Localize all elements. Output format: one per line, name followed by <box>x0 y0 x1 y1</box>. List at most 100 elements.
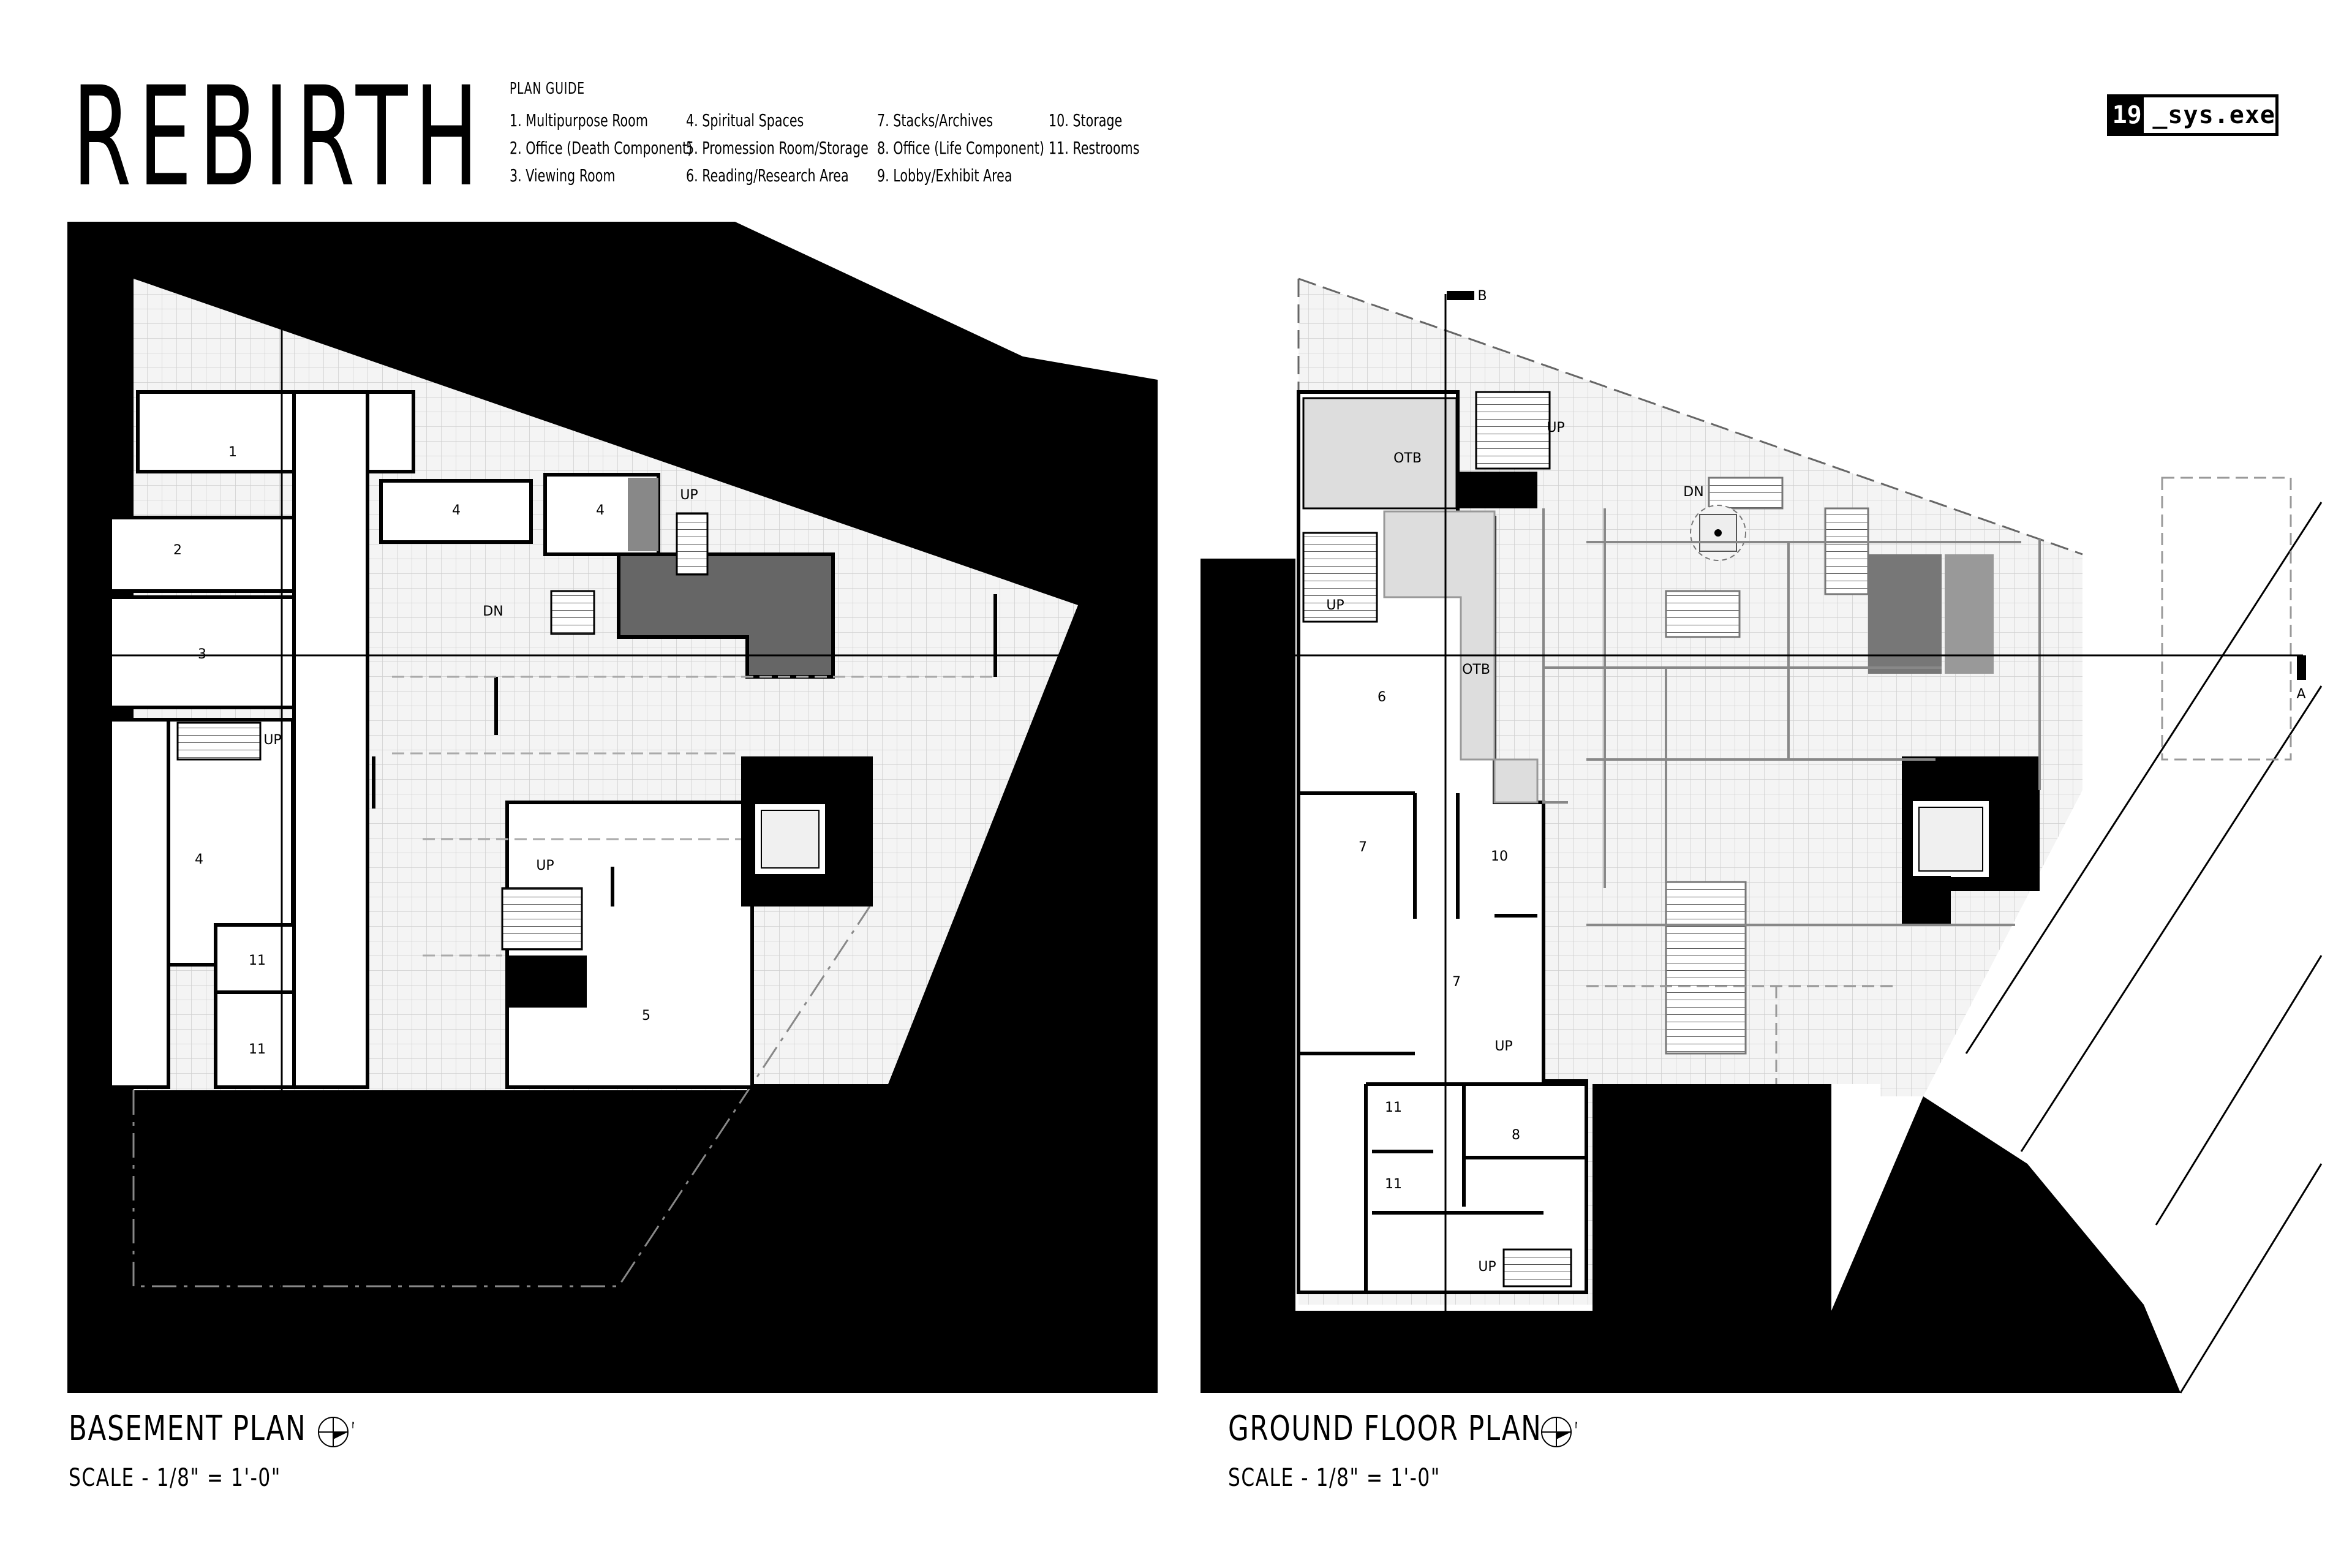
guide-item: 10. Storage <box>1049 110 1123 130</box>
room-label: 7 <box>1452 974 1461 990</box>
stair-up-top <box>676 512 709 576</box>
section-mark-a-right <box>2297 655 2306 680</box>
section-label: B <box>1477 288 1487 304</box>
logo-text: _sys.exe <box>2152 101 2275 129</box>
studio-logo: 19 _sys.exe <box>2107 94 2278 136</box>
stair-label: UP <box>1547 420 1564 435</box>
ground-plan-caption: GROUND FLOOR PLAN <box>1228 1409 1542 1449</box>
guide-item: 6. Reading/Research Area <box>686 165 849 186</box>
otb-room-top <box>1302 397 1458 510</box>
stair-corridor <box>108 718 170 1089</box>
room-label: 10 <box>1491 849 1508 864</box>
stair-up-left <box>176 722 262 761</box>
room-4-mid <box>379 479 533 544</box>
plan-guide-column-1: 1. Multipurpose Room 2. Office (Death Co… <box>510 107 692 189</box>
room-label: 5 <box>642 1008 650 1023</box>
room-label: 3 <box>198 647 206 662</box>
basement-plan-caption: BASEMENT PLAN <box>69 1409 307 1449</box>
elevator-inner <box>1918 807 1983 872</box>
room-label: 8 <box>1512 1128 1520 1143</box>
section-mark-b-top <box>283 291 311 300</box>
guide-item: 4. Spiritual Spaces <box>686 110 804 130</box>
room-label: OTB <box>1393 451 1422 466</box>
stair-label: UP <box>1478 1259 1496 1275</box>
room-label: 4 <box>452 503 461 518</box>
section-mark-a-left <box>1250 655 1259 680</box>
section-mark-a-right <box>1118 655 1127 680</box>
guide-item: 2. Office (Death Component) <box>510 138 693 158</box>
room-label: 7 <box>1359 840 1367 855</box>
section-mark-a-left <box>92 655 101 680</box>
stair-grid-2 <box>1824 507 1869 595</box>
room-label: 11 <box>249 953 266 968</box>
room-label: 2 <box>173 543 182 558</box>
stair-up-top <box>1475 391 1551 470</box>
section-label: B <box>1477 1321 1487 1336</box>
stair-dn <box>550 590 595 635</box>
otb-room-mid <box>1383 510 1539 804</box>
gray-room-2 <box>628 478 658 551</box>
sheet-title: REBIRTH <box>72 57 486 217</box>
plan-guide: PLAN GUIDE 1. Multipurpose Room 2. Offic… <box>510 80 1139 186</box>
room-label: 11 <box>1385 1177 1402 1192</box>
section-label: B <box>314 1321 323 1336</box>
stair-label: UP <box>1326 598 1344 613</box>
guide-item: 3. Viewing Room <box>510 165 616 186</box>
stair-label: DN <box>1683 484 1703 500</box>
ground-plan-scale: SCALE - 1/8" = 1'-0" <box>1228 1464 1441 1492</box>
room-1 <box>136 390 415 473</box>
gray-room-1 <box>1868 554 1942 674</box>
ground-dashed-outline <box>1298 277 2083 556</box>
elevator-inner <box>761 810 820 869</box>
section-label: A <box>1250 687 1259 702</box>
room-label: 6 <box>1378 690 1386 705</box>
stair-grid-4 <box>1708 477 1784 510</box>
plan-guide-column-3: 7. Stacks/Archives 8. Office (Life Compo… <box>877 107 1044 189</box>
basement-plan-scale: SCALE - 1/8" = 1'-0" <box>69 1464 281 1492</box>
stair-up-left <box>1302 532 1378 623</box>
room-label: 4 <box>195 852 203 867</box>
section-mark-b-bottom <box>1447 1323 1474 1332</box>
section-label: A <box>2296 687 2305 702</box>
stair-label: UP <box>536 858 554 873</box>
svg-text:N: N <box>1575 1421 1577 1431</box>
room-label: 1 <box>228 445 237 460</box>
guide-item: 11. Restrooms <box>1049 138 1140 158</box>
guide-item: 1. Multipurpose Room <box>510 110 648 130</box>
room-3 <box>108 595 299 709</box>
room-label: 4 <box>596 503 605 518</box>
section-mark-b-bottom <box>283 1323 311 1332</box>
black-block <box>1458 472 1537 508</box>
stair-up-mid <box>501 887 583 951</box>
black-block-2 <box>507 956 587 1008</box>
section-label: B <box>314 288 323 304</box>
gray-room-2 <box>1945 554 1994 674</box>
room-2 <box>108 516 302 593</box>
plan-guide-column-2: 4. Spiritual Spaces 5. Promession Room/S… <box>686 107 869 189</box>
section-mark-b-top <box>1447 291 1474 300</box>
stair-up-bottom <box>1502 1248 1572 1287</box>
guide-item: 5. Promession Room/Storage <box>686 138 869 158</box>
ground-floor-plan: OTB OTB 6 7 7 10 8 11 11 UP DN UP UP UP … <box>1200 277 2323 1393</box>
room-label: 11 <box>249 1042 266 1057</box>
ground-earth-block <box>1593 1084 1831 1317</box>
stair-label: UP <box>680 488 698 503</box>
logo-number: 19 <box>2110 97 2144 133</box>
stair-grid-1 <box>1665 590 1741 638</box>
section-label: A <box>92 687 101 702</box>
north-arrow-icon: N <box>318 1417 354 1447</box>
guide-item: 7. Stacks/Archives <box>877 110 993 130</box>
stair-label: UP <box>1494 1039 1512 1054</box>
stair-label: DN <box>483 604 503 619</box>
corridor <box>292 390 369 1089</box>
basement-property-line <box>132 906 871 1287</box>
plan-guide-heading: PLAN GUIDE <box>510 80 585 98</box>
guide-item: 8. Office (Life Component) <box>877 138 1044 158</box>
black-block-2 <box>1902 876 1951 925</box>
room-label: OTB <box>1462 662 1490 677</box>
room-label: 11 <box>1385 1100 1402 1115</box>
ground-earth-left <box>1200 559 1295 1393</box>
svg-text:N: N <box>352 1421 354 1431</box>
basement-plan: 1 2 3 4 4 4 5 11 11 UP DN UP UP A A B B <box>67 222 1158 1393</box>
